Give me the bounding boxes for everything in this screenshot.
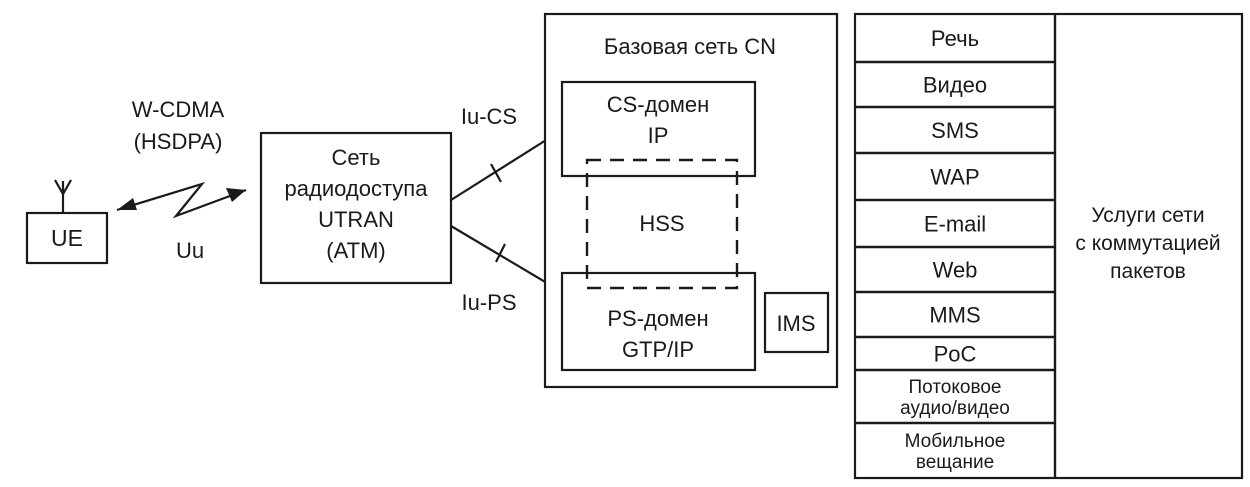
cs-domain-line2: IP — [648, 123, 669, 148]
ue-node: UE — [25, 179, 109, 265]
cs-domain-line1: CS-домен — [607, 92, 709, 117]
hss-box — [585, 158, 739, 290]
core-network-title: Базовая сеть CN — [604, 34, 776, 59]
ps-domain-line1: PS-домен — [607, 306, 708, 331]
antenna-icon — [54, 179, 72, 197]
core-network: Базовая сеть CN CS-домен IP PS-домен GTP… — [543, 12, 839, 389]
radio-link-zigzag — [116, 181, 247, 219]
uu-label: Uu — [176, 238, 204, 263]
utran-line1: Сеть — [332, 145, 381, 170]
ue-box — [25, 211, 109, 265]
iu-ps-label: Iu-PS — [461, 290, 516, 315]
services-group-line2: с коммутацией — [1075, 232, 1220, 255]
hss-label: HSS — [639, 211, 684, 236]
radio-link-arrowhead-left — [117, 198, 137, 210]
utran-line4: (ATM) — [326, 238, 385, 263]
air-interface: W-CDMA (HSDPA) Uu — [116, 97, 247, 263]
ue-label: UE — [51, 225, 83, 251]
service-item-label: SMS — [931, 118, 979, 143]
ps-domain-line2: GTP/IP — [622, 337, 694, 362]
iu-cs-link — [450, 129, 563, 201]
utran-box — [259, 131, 453, 285]
service-item-label: WAP — [930, 165, 979, 190]
service-item-label: E-mail — [924, 212, 986, 237]
radio-link-arrowhead-right — [226, 188, 246, 202]
service-item-label: Речь — [931, 26, 979, 51]
iu-cs-label: Iu-CS — [461, 104, 517, 129]
service-item-label: MMS — [929, 303, 980, 328]
services-group-line1: Услуги сети — [1091, 204, 1204, 227]
w-cdma-label: W-CDMA — [132, 97, 225, 122]
service-item-label: аудио/видео — [900, 398, 1010, 419]
service-item-label: Видео — [923, 73, 987, 98]
utran-node: Сеть радиодоступа UTRAN (ATM) — [259, 131, 453, 285]
iu-ps-link — [450, 225, 563, 293]
iu-cs-tick — [490, 163, 502, 183]
ims-label: IMS — [776, 311, 815, 336]
service-item-label: Web — [933, 258, 978, 283]
services-group-line3: пакетов — [1110, 260, 1186, 283]
utran-line2: радиодоступа — [285, 176, 429, 201]
service-item-label: PoC — [934, 342, 977, 367]
utran-line3: UTRAN — [318, 207, 394, 232]
service-item-label: Потоковое — [909, 377, 1002, 398]
ims-box — [763, 291, 830, 354]
hsdpa-label: (HSDPA) — [134, 129, 223, 154]
iu-links: Iu-CS Iu-PS — [450, 104, 563, 315]
service-item-label: Мобильное — [905, 431, 1006, 452]
iu-ps-tick — [495, 243, 506, 263]
service-item-label: вещание — [916, 452, 994, 473]
